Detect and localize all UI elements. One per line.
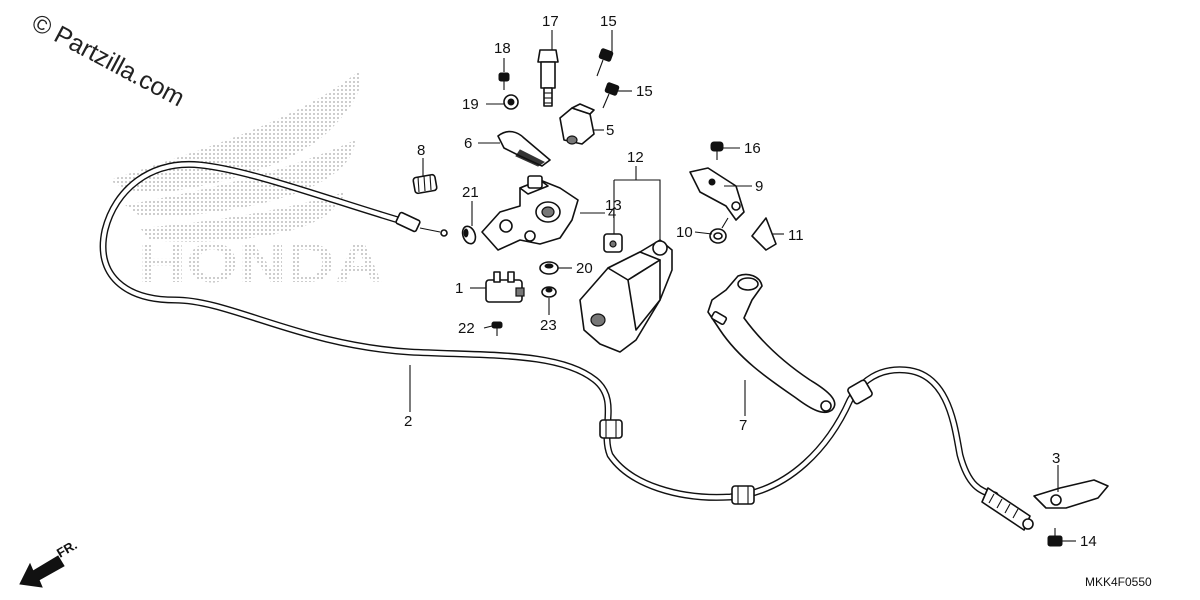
callout-14[interactable]: 14	[1080, 533, 1097, 550]
switch-screw[interactable]	[491, 321, 503, 336]
clutch-cable[interactable]	[99, 160, 1034, 531]
watermark-text: © Partzilla.com	[27, 9, 189, 113]
callout-12[interactable]: 12	[627, 149, 644, 166]
cable-grommet	[731, 485, 755, 505]
cable-adjuster[interactable]	[412, 173, 438, 195]
callout-5[interactable]: 5	[606, 122, 614, 139]
adjuster-nut[interactable]	[460, 224, 477, 245]
callout-13[interactable]: 13	[605, 197, 622, 214]
bracket-bolt[interactable]	[1047, 528, 1063, 547]
cable-bracket[interactable]	[1033, 479, 1109, 509]
retaining-clip[interactable]	[603, 233, 623, 253]
callout-17[interactable]: 17	[542, 13, 559, 30]
lever-nut[interactable]	[541, 286, 557, 298]
callout-18[interactable]: 18	[494, 40, 511, 57]
callout-9[interactable]: 9	[755, 178, 763, 195]
cable-upper-end	[395, 211, 448, 237]
callout-16[interactable]: 16	[744, 140, 761, 157]
cable-grommet	[599, 419, 623, 439]
callout-15-upper[interactable]: 15	[600, 13, 617, 30]
leader-lines	[409, 30, 1076, 542]
collar[interactable]	[539, 261, 559, 275]
diagram-code: MKK4F0550	[1085, 575, 1152, 589]
honda-logo-text: HONDA	[138, 231, 383, 294]
callout-19[interactable]: 19	[462, 96, 479, 113]
flange-bolt[interactable]	[503, 94, 519, 110]
callout-23[interactable]: 23	[540, 317, 557, 334]
cable-lower-end	[981, 487, 1034, 531]
callout-8[interactable]: 8	[417, 142, 425, 159]
callout-labels: 1 2 3 4 5 6 7 8 9 10 11 12 13 14 15 15 1…	[404, 13, 1097, 550]
return-spring[interactable]	[709, 217, 729, 244]
front-direction-indicator: FR.	[19, 537, 80, 588]
cable-grommet	[847, 379, 873, 405]
pedal-plate[interactable]	[689, 167, 745, 221]
callout-4[interactable]: 4	[608, 205, 616, 222]
callout-6[interactable]: 6	[464, 135, 472, 152]
bracket-screw[interactable]	[710, 141, 724, 160]
callout-21[interactable]: 21	[462, 184, 479, 201]
bracket-plate[interactable]	[497, 130, 551, 167]
front-arrow-icon	[19, 555, 65, 588]
lever-clamp[interactable]	[559, 103, 595, 145]
callout-22[interactable]: 22	[458, 320, 475, 337]
callout-10[interactable]: 10	[676, 224, 693, 241]
callout-15-lower[interactable]: 15	[636, 83, 653, 100]
bolt-lower[interactable]	[602, 82, 620, 109]
pedal-guide[interactable]	[751, 217, 777, 251]
clutch-pedal[interactable]	[707, 273, 836, 414]
pivot-bolt[interactable]	[537, 49, 559, 107]
pedal-bracket[interactable]	[579, 239, 673, 353]
callout-3[interactable]: 3	[1052, 450, 1060, 467]
callout-11[interactable]: 11	[788, 227, 804, 244]
clutch-switch[interactable]	[485, 271, 525, 303]
callout-2[interactable]: 2	[404, 413, 412, 430]
clutch-lever-holder[interactable]	[481, 175, 579, 251]
small-screw[interactable]	[498, 72, 510, 90]
honda-wing-logo: HONDA	[110, 70, 383, 294]
callout-7[interactable]: 7	[739, 417, 747, 434]
callout-20[interactable]: 20	[576, 260, 593, 277]
callout-1[interactable]: 1	[455, 280, 463, 297]
bolt-upper[interactable]	[596, 48, 614, 77]
